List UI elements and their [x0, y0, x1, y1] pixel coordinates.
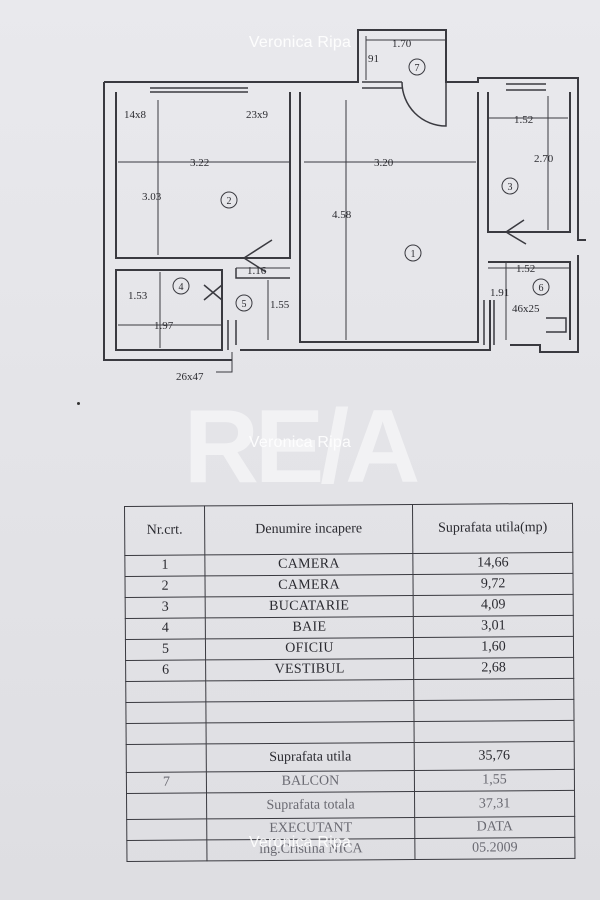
room-number-4: 4 — [179, 282, 184, 293]
header-name: Denumire incapere — [204, 504, 413, 555]
table-row-total: Suprafata totala 37,31 — [126, 790, 575, 820]
row-nr: 3 — [125, 596, 206, 619]
area-table: Nr.crt. Denumire incapere Suprafata util… — [124, 503, 575, 862]
header-area: Suprafata utila(mp) — [412, 503, 573, 554]
row-area: 2,68 — [413, 657, 574, 680]
dim-kitchen-depth: 2.70 — [534, 153, 554, 165]
dim-balcony-depth: 91 — [368, 53, 379, 65]
outer-wall-top — [104, 29, 586, 241]
row-nr: 2 — [124, 575, 206, 598]
outer-wall-bottom — [240, 300, 491, 351]
dim-bath-width: 1.97 — [154, 320, 174, 332]
dim-room2-width: 3.22 — [190, 157, 209, 169]
room-marker-7 — [408, 58, 426, 76]
balcony-nr: 7 — [126, 771, 207, 794]
useful-area-label: Suprafata utila — [206, 742, 415, 772]
useful-area-value: 35,76 — [414, 741, 575, 771]
row-name: OFICIU — [205, 637, 414, 660]
room-marker-2 — [220, 191, 238, 209]
row-nr: 4 — [125, 617, 206, 640]
header-nr: Nr.crt. — [124, 505, 205, 556]
row-nr: 5 — [125, 638, 206, 661]
row-area: 1,60 — [413, 636, 574, 659]
table-header-row: Nr.crt. Denumire incapere Suprafata util… — [124, 503, 573, 556]
outer-wall-right — [510, 255, 579, 353]
watermark-bottom: Veronica Ripa — [248, 834, 352, 851]
room-marker-3 — [501, 177, 519, 195]
watermark-middle: Veronica Ripa — [248, 434, 352, 451]
room-marker-5 — [235, 294, 253, 312]
balcony-value: 1,55 — [414, 769, 575, 792]
dim-office-width: 1.16 — [247, 265, 267, 277]
row-nr: 1 — [124, 554, 205, 577]
row-area: 4,09 — [413, 594, 574, 617]
dim-bath-depth: 1.53 — [128, 290, 148, 302]
floor-plan: 1 2 3 4 5 6 7 1.70 91 14x8 23x9 3.22 3.0… — [103, 29, 586, 383]
row-name: CAMERA — [204, 574, 414, 597]
room-number-7: 7 — [415, 63, 420, 74]
dim-window-right: 23x9 — [246, 109, 269, 121]
dim-vestibule-depth: 1.91 — [490, 287, 509, 299]
table-row-useful: Suprafata utila 35,76 — [126, 741, 575, 773]
agency-logo-watermark: RE/A — [183, 389, 420, 505]
dim-window-left: 14x8 — [124, 109, 147, 121]
row-name: BAIE — [205, 616, 414, 639]
row-name: CAMERA — [204, 553, 413, 576]
room-number-6: 6 — [539, 283, 544, 294]
dim-door-bath: 26x47 — [176, 371, 204, 383]
room-number-1: 1 — [411, 249, 416, 260]
dim-vestibule-width: 1.52 — [516, 263, 535, 275]
dim-balcony-width: 1.70 — [392, 38, 412, 50]
ink-dot — [77, 402, 80, 405]
balcony-label: BALCON — [206, 770, 415, 793]
total-area-value: 37,31 — [414, 790, 575, 818]
dim-kitchen-width: 1.52 — [514, 114, 533, 126]
room-marker-1 — [404, 244, 422, 262]
row-area: 3,01 — [413, 615, 574, 638]
row-area: 9,72 — [412, 573, 574, 596]
room-number-2: 2 — [227, 196, 232, 207]
room-number-3: 3 — [508, 182, 513, 193]
outer-wall-left — [103, 82, 232, 361]
dim-room2-depth: 3.03 — [142, 191, 162, 203]
room-marker-6 — [532, 278, 550, 296]
watermark-top: Veronica Ripa — [248, 34, 352, 51]
dim-door-vestibule: 46x25 — [512, 303, 540, 315]
room-marker-4 — [172, 277, 190, 295]
row-name: BUCATARIE — [205, 595, 414, 618]
row-area: 14,66 — [412, 552, 573, 575]
dim-office-depth: 1.55 — [270, 299, 290, 311]
dim-room1-depth: 4.58 — [332, 209, 352, 221]
row-nr: 6 — [125, 659, 206, 682]
room-number-5: 5 — [242, 299, 247, 310]
row-name: VESTIBUL — [205, 658, 414, 681]
dim-room1-width: 3.20 — [374, 157, 394, 169]
total-area-label: Suprafata totala — [206, 791, 415, 819]
